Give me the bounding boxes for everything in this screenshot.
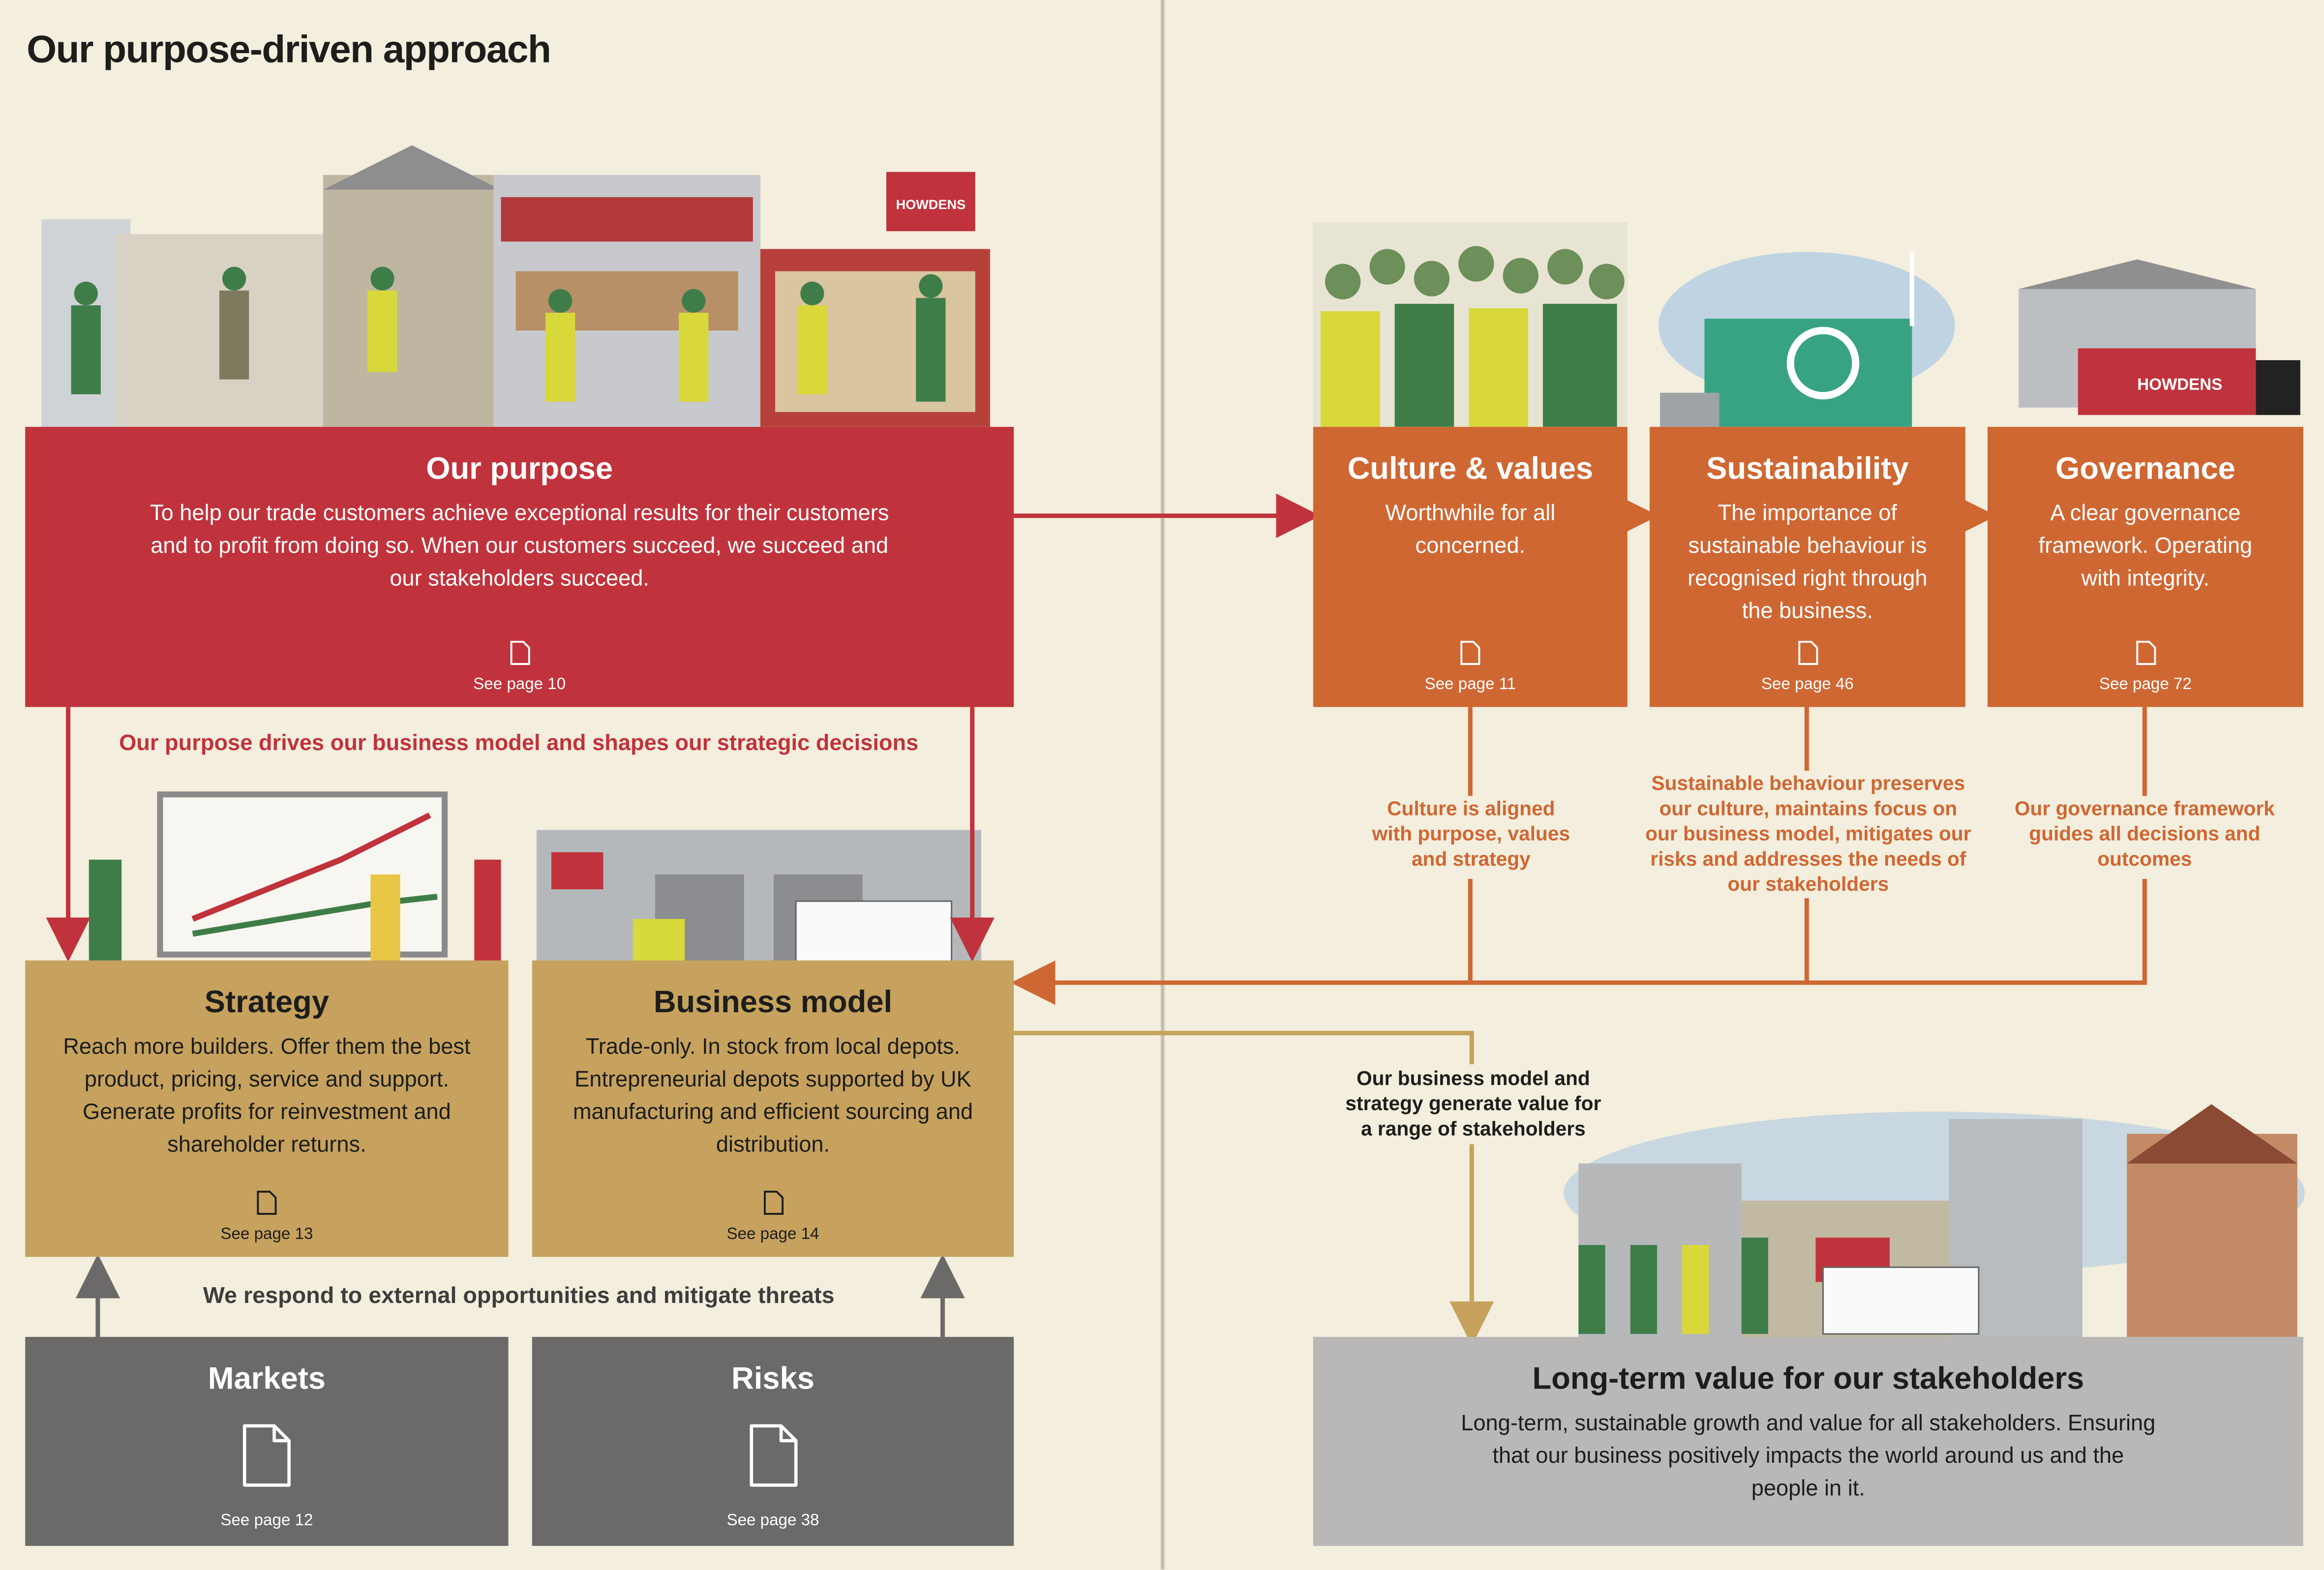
- crowd-illustration: [1313, 222, 1628, 427]
- respond-caption: We respond to external opportunities and…: [203, 1283, 835, 1309]
- strategy-see-page-link[interactable]: See page 13: [220, 1226, 313, 1244]
- business-depot-illustration: [536, 830, 981, 971]
- purpose-box: Our purpose To help our trade customers …: [25, 426, 1014, 707]
- strategy-text: Reach more builders. Offer them the best…: [63, 1034, 471, 1158]
- risks-see-page-link[interactable]: See page 38: [726, 1511, 819, 1530]
- governance-feedback-arrow: [1011, 707, 2147, 1005]
- document-icon: [241, 1423, 292, 1488]
- business-model-box: Business model Trade-only. In stock from…: [532, 960, 1014, 1257]
- strategy-meeting-illustration: [89, 791, 501, 964]
- sustainable-building-illustration: [1658, 252, 1955, 427]
- purpose-see-page-link[interactable]: See page 10: [473, 676, 566, 694]
- governance-box: Governance A clear governance framework.…: [1987, 426, 2303, 707]
- business-model-title: Business model: [653, 985, 893, 1020]
- sustainability-text: The importance of sustainable behaviour …: [1688, 501, 1928, 624]
- purpose-title: Our purpose: [426, 452, 613, 486]
- sustainability-title: Sustainability: [1706, 452, 1909, 486]
- sustainability-see-page-link[interactable]: See page 46: [1761, 676, 1854, 694]
- culture-text: Worthwhile for all concerned.: [1385, 501, 1556, 559]
- long-term-value-title: Long-term value for our stakeholders: [1532, 1362, 2084, 1396]
- stakeholder-town-illustration: [1564, 1104, 2305, 1342]
- document-icon: [762, 1190, 783, 1215]
- document-icon: [509, 640, 530, 665]
- markets-title: Markets: [208, 1362, 326, 1396]
- governance-see-page-link[interactable]: See page 72: [2099, 676, 2192, 694]
- value-generation-caption: Our business model and strategy generate…: [1345, 1067, 1601, 1140]
- howdens-sign-text: HOWDENS: [896, 197, 966, 212]
- strategy-title: Strategy: [204, 985, 330, 1020]
- depot-people-illustration: HOWDENS: [41, 145, 990, 427]
- page-title: Our purpose-driven approach: [27, 27, 551, 71]
- document-icon: [256, 1190, 277, 1215]
- document-icon: [1797, 640, 1818, 665]
- howdens-sign: [886, 172, 975, 232]
- document-icon: [748, 1423, 798, 1488]
- culture-box: Culture & values Worthwhile for all conc…: [1313, 426, 1628, 707]
- long-term-value-text: Long-term, sustainable growth and value …: [1461, 1411, 2156, 1502]
- culture-title: Culture & values: [1347, 452, 1593, 486]
- business-model-see-page-link[interactable]: See page 14: [726, 1226, 819, 1244]
- truck-brand-text: HOWDENS: [2137, 376, 2222, 394]
- markets-see-page-link[interactable]: See page 12: [220, 1511, 313, 1530]
- long-term-value-box: Long-term value for our stakeholders Lon…: [1313, 1337, 2303, 1546]
- governance-title: Governance: [2055, 452, 2235, 486]
- markets-box: Markets See page 12: [25, 1337, 509, 1546]
- governance-text: A clear governance framework. Operating …: [2038, 501, 2253, 592]
- purpose-drives-caption: Our purpose drives our business model an…: [119, 730, 919, 756]
- culture-see-page-link[interactable]: See page 11: [1424, 676, 1516, 694]
- page-spine: [1160, 0, 1165, 1570]
- risks-box: Risks See page 38: [532, 1337, 1014, 1546]
- depot-truck-illustration: HOWDENS: [2019, 259, 2300, 415]
- sustainability-box: Sustainability The importance of sustain…: [1649, 426, 1965, 707]
- governance-framework-caption: Our governance framework guides all deci…: [2014, 797, 2275, 870]
- document-icon: [2135, 640, 2156, 665]
- purpose-text: To help our trade customers achieve exce…: [150, 501, 889, 592]
- strategy-box: Strategy Reach more builders. Offer them…: [25, 960, 509, 1257]
- business-to-value-arrow: [1014, 1030, 1494, 1346]
- sustainable-behaviour-caption: Sustainable behaviour preserves our cult…: [1645, 772, 1971, 896]
- document-icon: [1460, 640, 1480, 665]
- risks-title: Risks: [731, 1362, 815, 1396]
- culture-aligned-caption: Culture is aligned with purpose, values …: [1372, 797, 1570, 870]
- business-model-text: Trade-only. In stock from local depots. …: [573, 1034, 973, 1158]
